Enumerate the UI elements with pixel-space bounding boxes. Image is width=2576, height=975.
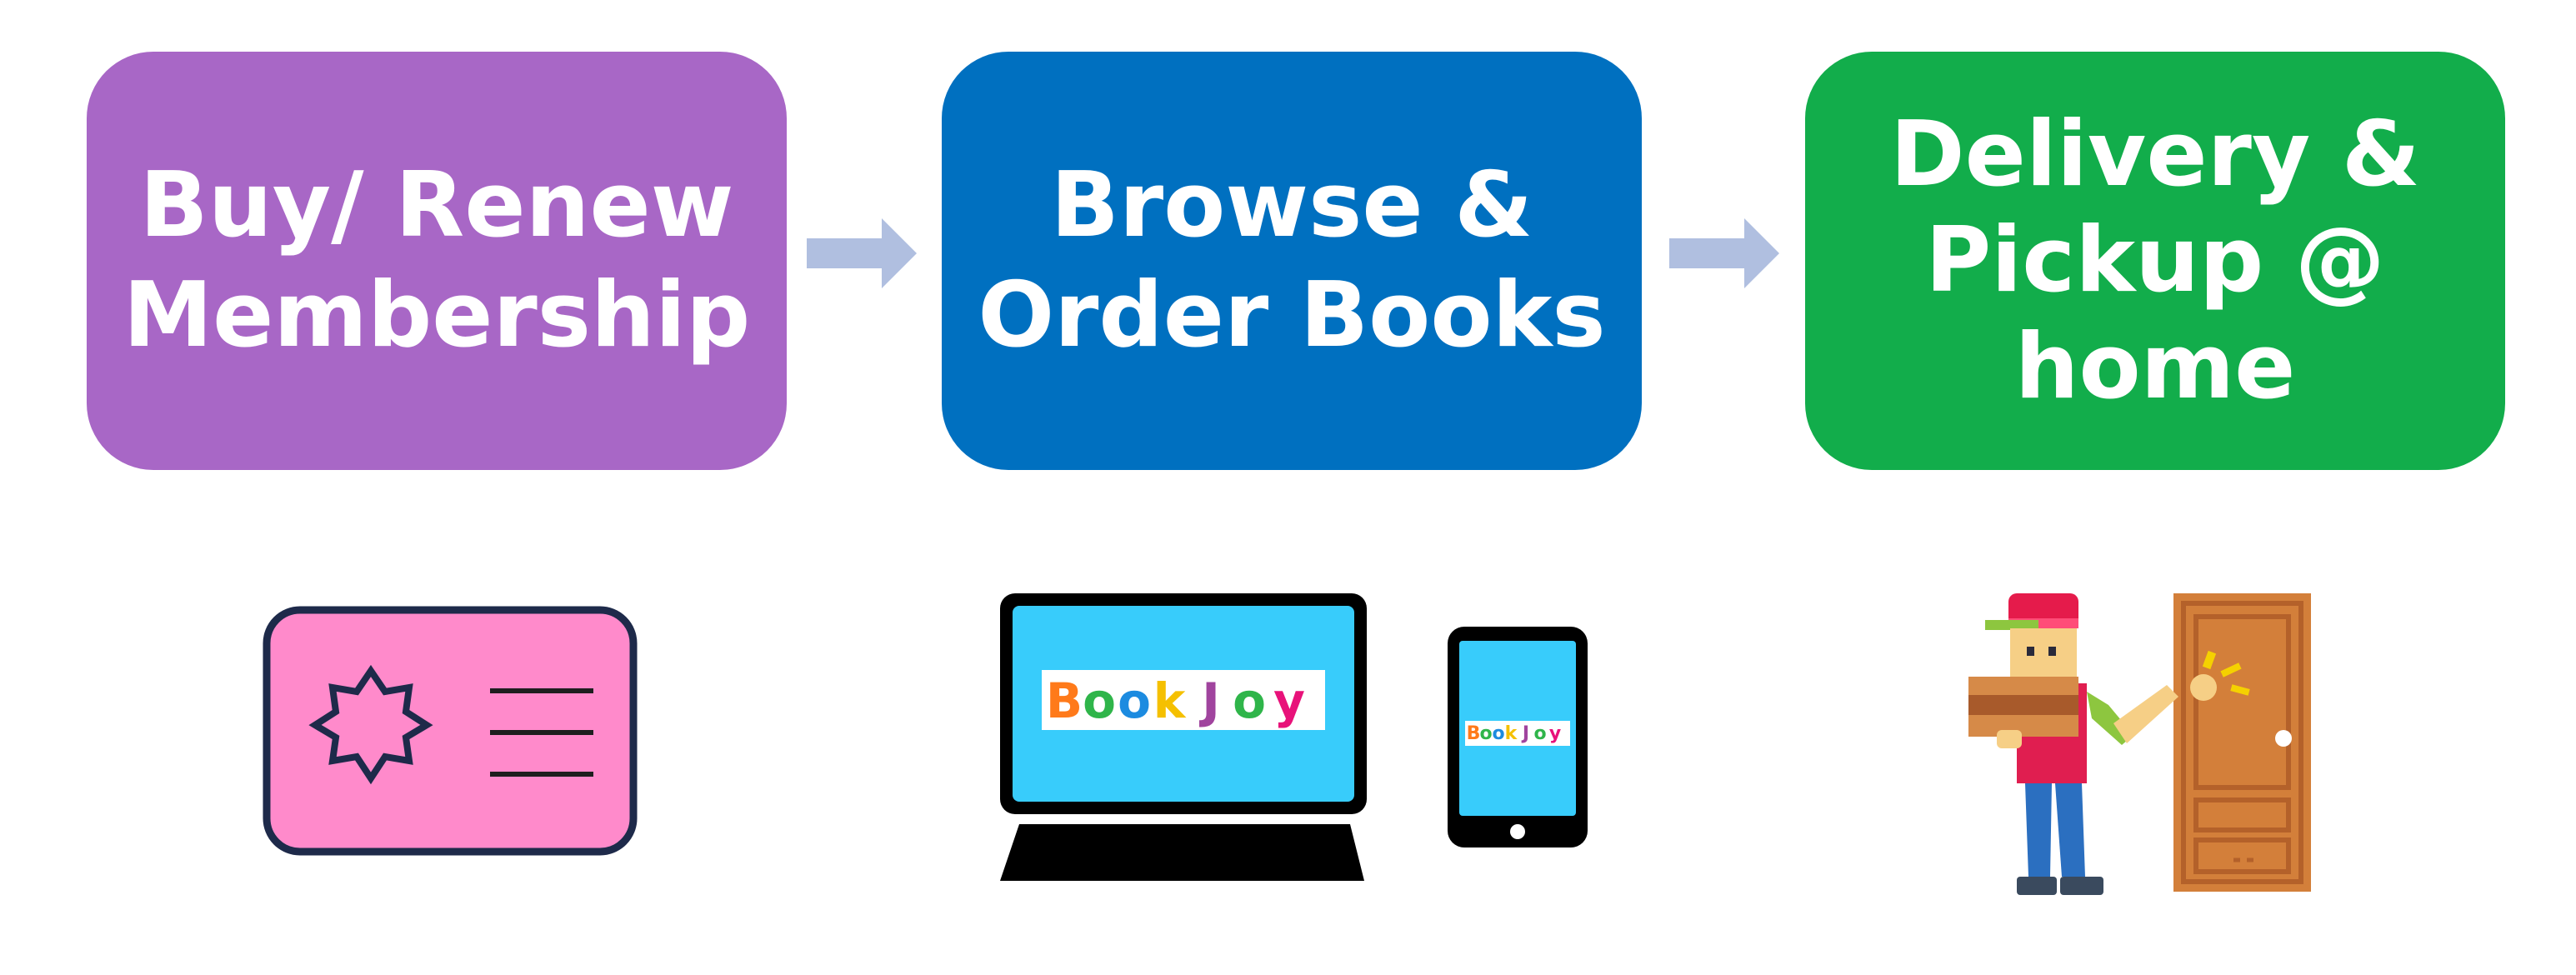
logo-letter: B bbox=[1046, 672, 1083, 729]
logo-letter: k bbox=[1505, 723, 1518, 744]
step-1-label: Buy/ Renew Membership bbox=[123, 153, 751, 368]
computer-and-phone-icon: B o o k J o y B o o k J o y bbox=[1000, 593, 1588, 881]
logo-letter: o bbox=[1233, 672, 1266, 729]
step-browse-order-books: Browse & Order Books bbox=[942, 52, 1642, 470]
logo-letter: o bbox=[1118, 672, 1151, 729]
delivery-person-at-door-icon bbox=[1968, 593, 2311, 895]
package-box bbox=[1968, 677, 2078, 697]
step-3-label: Delivery & Pickup @ home bbox=[1889, 102, 2421, 419]
logo-letter: k bbox=[1153, 672, 1187, 729]
logo-letter: J bbox=[1198, 672, 1220, 729]
step-2-label: Browse & Order Books bbox=[978, 153, 1606, 368]
bookjoy-logo-small: B o o k J o y bbox=[1467, 723, 1562, 744]
logo-letter: o bbox=[1083, 672, 1116, 729]
arrow-right-icon bbox=[807, 218, 917, 288]
membership-card-icon bbox=[263, 606, 638, 856]
step-buy-renew-membership: Buy/ Renew Membership bbox=[87, 52, 787, 470]
arrow-right-icon bbox=[1669, 218, 1779, 288]
bookjoy-logo-large: B o o k J o y bbox=[1046, 672, 1305, 729]
logo-letter: J bbox=[1521, 723, 1529, 744]
step-delivery-pickup-home: Delivery & Pickup @ home bbox=[1805, 52, 2505, 470]
logo-letter: o bbox=[1533, 723, 1546, 744]
logo-letter: o bbox=[1479, 723, 1492, 744]
laptop-base bbox=[1000, 824, 1364, 881]
logo-letter: B bbox=[1467, 723, 1481, 744]
logo-letter: y bbox=[1549, 723, 1561, 744]
logo-letter: o bbox=[1492, 723, 1504, 744]
logo-letter: y bbox=[1273, 672, 1305, 729]
star-badge-icon bbox=[308, 664, 433, 785]
